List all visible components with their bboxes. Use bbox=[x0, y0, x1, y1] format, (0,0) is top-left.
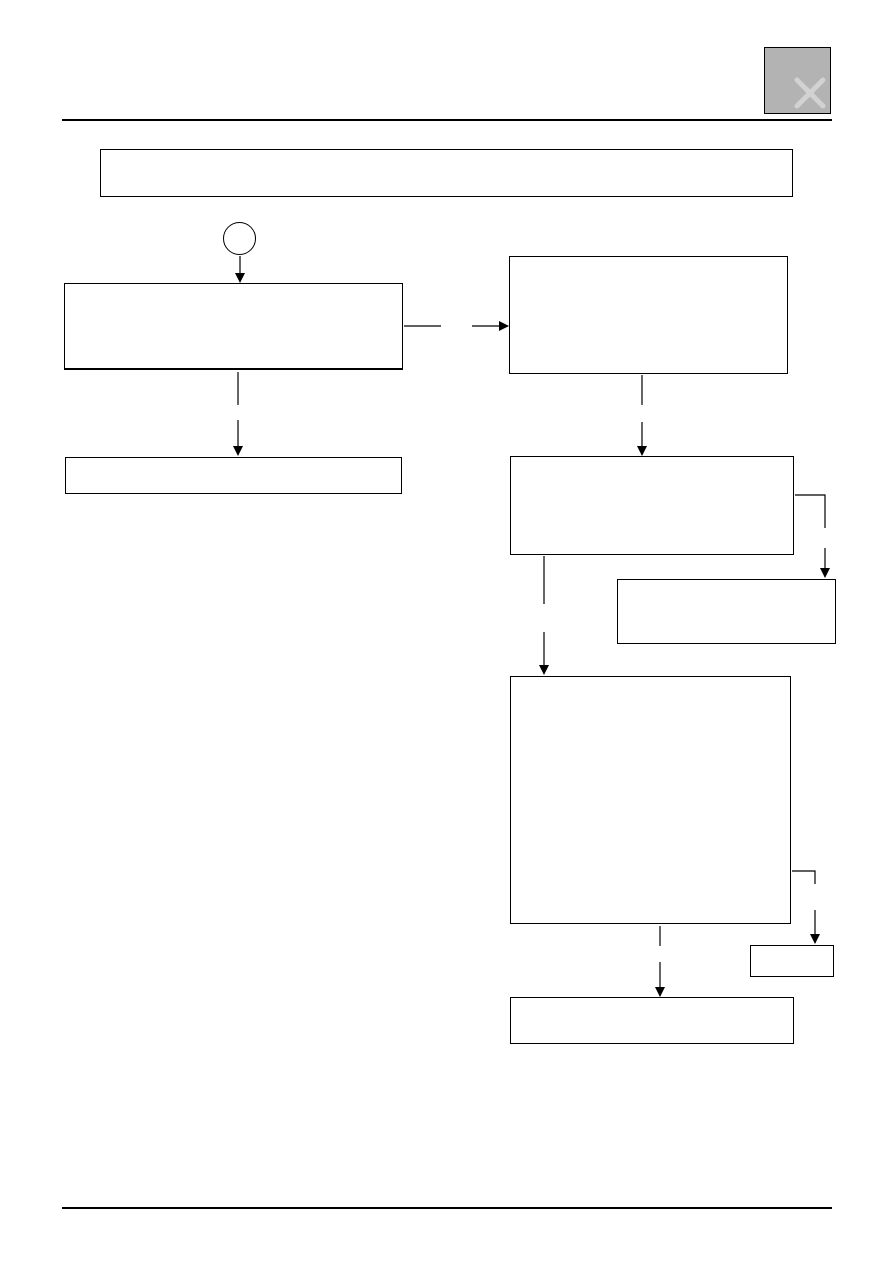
header-rule bbox=[62, 119, 832, 121]
section-tab bbox=[764, 47, 831, 114]
line-check-4-right bbox=[792, 870, 816, 884]
title-box bbox=[100, 149, 793, 197]
start-marker bbox=[223, 222, 256, 255]
check-box-2 bbox=[509, 256, 788, 374]
result-box-4 bbox=[750, 945, 834, 977]
final-box bbox=[510, 997, 794, 1044]
wrench-cross-icon bbox=[794, 77, 826, 109]
result-box-3 bbox=[617, 579, 836, 644]
line-check-3-right bbox=[795, 494, 826, 528]
result-box-1 bbox=[65, 457, 402, 494]
check-box-3 bbox=[510, 456, 794, 555]
check-box-4 bbox=[510, 676, 791, 924]
check-box-1 bbox=[64, 283, 403, 370]
footer-rule bbox=[62, 1207, 832, 1209]
